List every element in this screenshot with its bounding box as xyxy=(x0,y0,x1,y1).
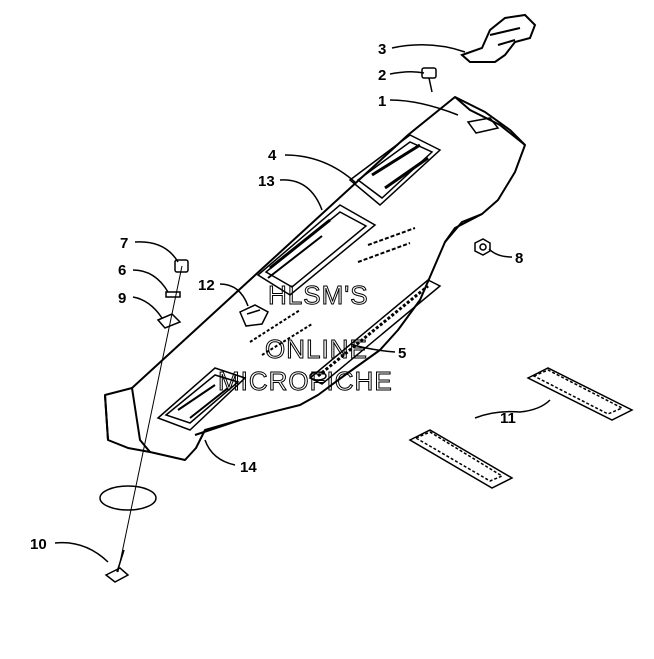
leader-2 xyxy=(389,70,425,75)
leader-lines xyxy=(54,44,551,563)
deck-slots xyxy=(249,227,416,356)
leader-14 xyxy=(204,439,236,466)
leader-7 xyxy=(134,241,179,263)
clip-12 xyxy=(239,304,269,327)
callout-12: 12 xyxy=(198,277,215,294)
watermark-line-2: ONLINE xyxy=(265,334,368,364)
leader-13 xyxy=(279,179,323,211)
leader-10 xyxy=(54,541,109,563)
skid-plate xyxy=(104,96,526,461)
leader-9 xyxy=(132,296,163,319)
leader-4 xyxy=(284,154,357,184)
watermark: HLSM'S ONLINE MICROFICHE xyxy=(218,280,393,397)
washer xyxy=(99,485,157,511)
vent-window-4 xyxy=(348,134,442,206)
leader-11a xyxy=(474,410,521,419)
callout-14: 14 xyxy=(240,459,257,476)
callout-8: 8 xyxy=(515,250,523,267)
watermark-line-1: HLSM'S xyxy=(268,280,369,310)
leader-1 xyxy=(389,99,459,116)
leader-12 xyxy=(219,283,249,307)
bolt-2 xyxy=(421,67,437,93)
nut-8 xyxy=(474,238,491,256)
callout-2: 2 xyxy=(378,67,386,84)
cleat-lower xyxy=(408,429,514,489)
callout-6: 6 xyxy=(118,262,126,279)
fastener-stack xyxy=(156,259,189,329)
callout-7: 7 xyxy=(120,235,128,252)
runner-strip-5 xyxy=(308,279,442,385)
callout-4: 4 xyxy=(268,147,277,164)
leader-3 xyxy=(391,44,466,53)
leader-5 xyxy=(349,343,396,353)
bolt-10 xyxy=(104,549,130,583)
part-9-shape xyxy=(156,313,182,329)
assembly-axis xyxy=(117,265,183,573)
callout-3: 3 xyxy=(378,41,386,58)
leader-6 xyxy=(132,269,169,293)
leader-8 xyxy=(488,248,513,258)
callout-11: 11 xyxy=(500,410,516,427)
callout-10: 10 xyxy=(30,536,47,553)
callout-5: 5 xyxy=(398,345,406,362)
rear-tab xyxy=(466,117,500,134)
cleat-upper xyxy=(526,367,634,421)
vent-window-13 xyxy=(256,204,377,296)
vent-window-14 xyxy=(156,367,247,431)
watermark-line-3: MICROFICHE xyxy=(218,366,393,396)
callout-1: 1 xyxy=(378,93,386,110)
bracket-3 xyxy=(460,13,537,63)
part-6-shape xyxy=(165,291,181,298)
callout-9: 9 xyxy=(118,290,126,307)
callout-13: 13 xyxy=(258,173,275,190)
callouts: 3 2 1 4 13 7 6 9 12 5 8 11 14 10 xyxy=(30,41,523,553)
leader-11b xyxy=(519,399,551,413)
